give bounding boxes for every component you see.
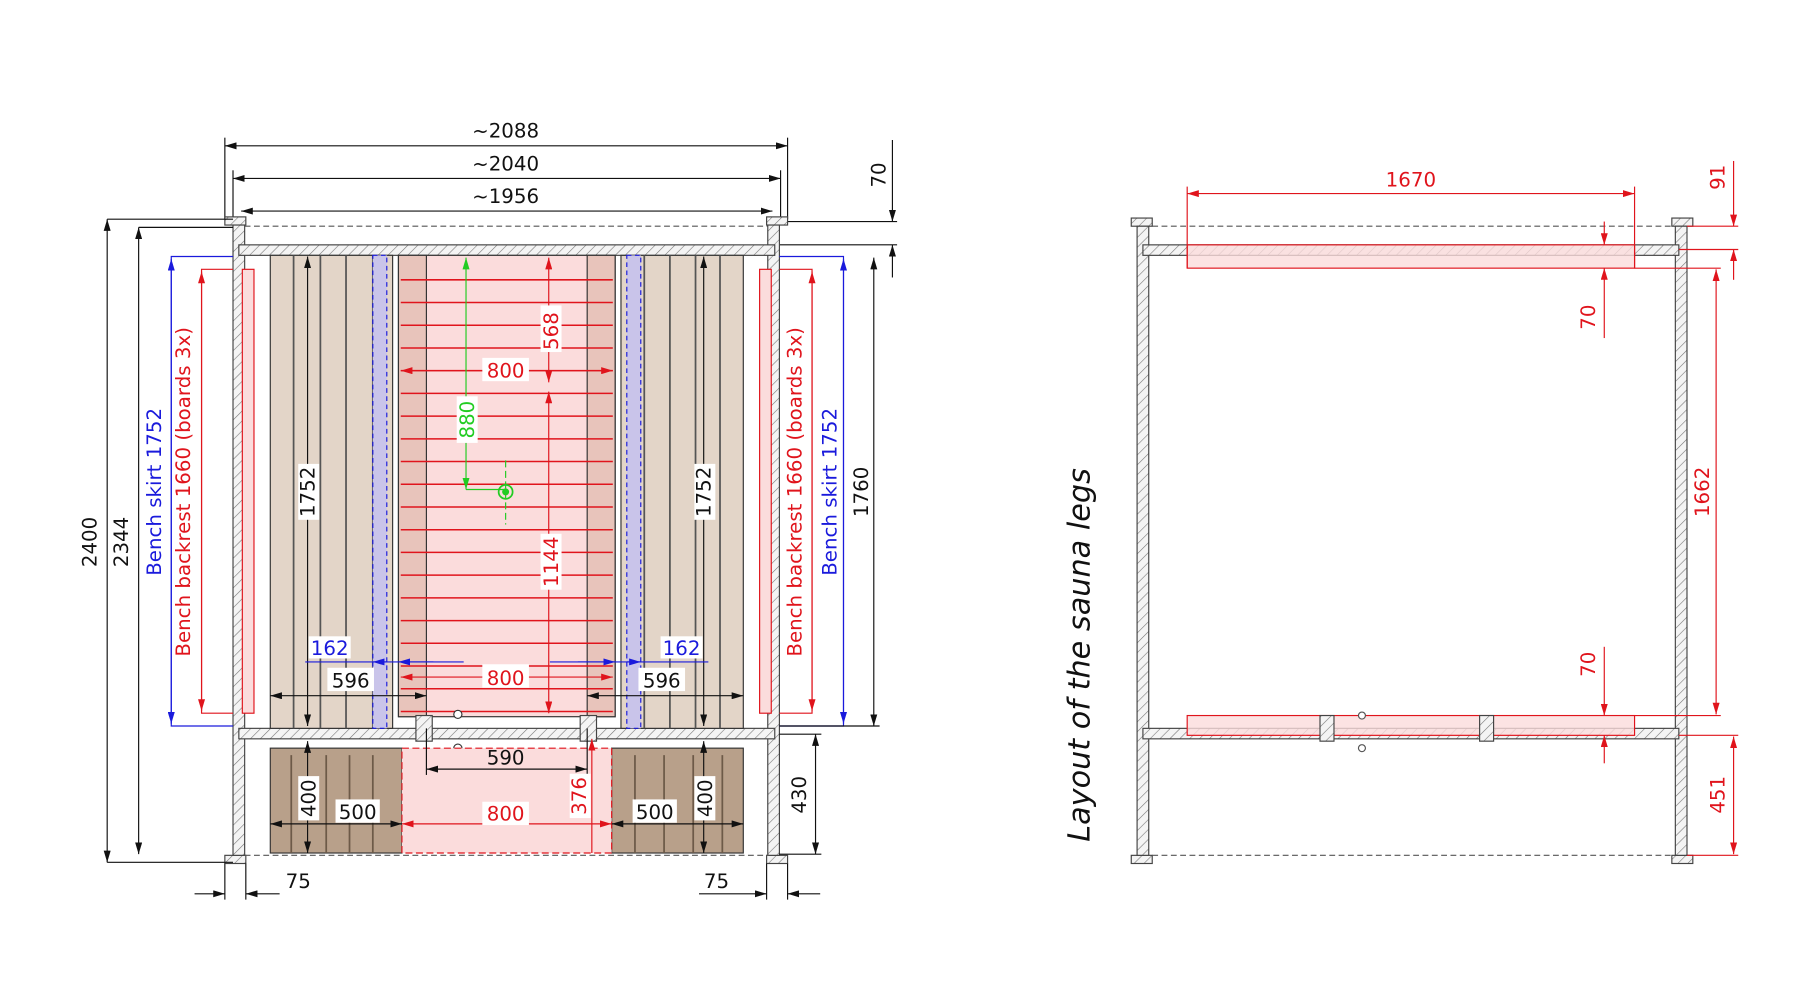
dim-text-800-lower: 800 <box>487 802 525 825</box>
dim-text-500-left: 500 <box>339 801 377 824</box>
front-view: ~2088 ~2040 ~1956 70 <box>79 120 898 900</box>
dim-text-2088: ~2088 <box>472 120 539 143</box>
center-frame-left <box>397 254 427 718</box>
dim-text-75-left: 75 <box>286 870 311 893</box>
legs-view-upper-board <box>1186 244 1636 269</box>
dim-text-1144: 1144 <box>540 537 563 587</box>
dim-text-1752-left: 1752 <box>297 467 320 517</box>
dim-text-800-top: 800 <box>487 360 525 383</box>
dim-text-75-right: 75 <box>704 870 729 893</box>
middle-beam <box>238 727 776 740</box>
backrest-board-left <box>241 268 255 714</box>
dim-text-2040: ~2040 <box>472 152 539 175</box>
dim-text-880: 880 <box>456 401 479 439</box>
legs-view-leg-right <box>1674 225 1688 856</box>
dim-text-1956: ~1956 <box>472 185 539 208</box>
lower-bench-right <box>611 747 744 854</box>
legs-view-lower-board <box>1186 714 1636 736</box>
dim-text-2400: 2400 <box>79 517 102 567</box>
backrest-board-right <box>759 268 772 714</box>
center-frame-right <box>586 254 616 718</box>
dim-text-400-right: 400 <box>694 779 717 817</box>
legs-view-leg-left <box>1136 225 1150 856</box>
dim-text-70-upper: 70 <box>1577 304 1600 329</box>
legs-view: Layout of the sauna legs 1670 91 70 <box>1062 160 1739 865</box>
center-bench-area <box>397 254 616 718</box>
dim-text-451: 451 <box>1706 776 1729 814</box>
top-beam <box>238 244 776 256</box>
dim-text-2344: 2344 <box>110 517 133 567</box>
bench-skirt-right <box>626 254 642 729</box>
dim-text-162-left: 162 <box>311 637 349 660</box>
dim-text-162-right: 162 <box>663 637 701 660</box>
bench-skirt-label-right: Bench skirt 1752 <box>819 408 842 576</box>
dim-text-430: 430 <box>788 776 811 814</box>
dim-text-568: 568 <box>540 312 563 350</box>
dim-text-596-right: 596 <box>643 670 681 693</box>
center-point-icon <box>497 483 514 500</box>
leg-cap-top-left <box>224 216 247 226</box>
dim-text-800-mid: 800 <box>487 667 525 690</box>
bench-backrest-label-right: Bench backrest 1660 (boards 3x) <box>784 327 807 657</box>
dim-text-1662: 1662 <box>1691 467 1714 517</box>
leg-cap-top-right <box>766 216 789 226</box>
dim-text-top-70: 70 <box>867 162 890 187</box>
bench-skirt-left <box>372 254 388 729</box>
dim-text-91: 91 <box>1706 165 1729 190</box>
dim-text-500-right: 500 <box>636 801 674 824</box>
bench-skirt-label-left: Bench skirt 1752 <box>143 408 166 576</box>
dim-text-70-lower: 70 <box>1577 652 1600 677</box>
dim-text-1760: 1760 <box>850 467 873 517</box>
dim-text-596-left: 596 <box>332 670 370 693</box>
dim-text-400-left: 400 <box>298 779 321 817</box>
dim-text-1752-right: 1752 <box>693 467 716 517</box>
bench-backrest-label-left: Bench backrest 1660 (boards 3x) <box>172 327 195 657</box>
leg-cap-bottom-right <box>766 854 789 865</box>
dim-text-590: 590 <box>487 746 525 769</box>
dim-text-1670: 1670 <box>1386 169 1436 192</box>
dim-text-376: 376 <box>568 777 591 815</box>
legs-view-title: Layout of the sauna legs <box>1062 468 1097 842</box>
